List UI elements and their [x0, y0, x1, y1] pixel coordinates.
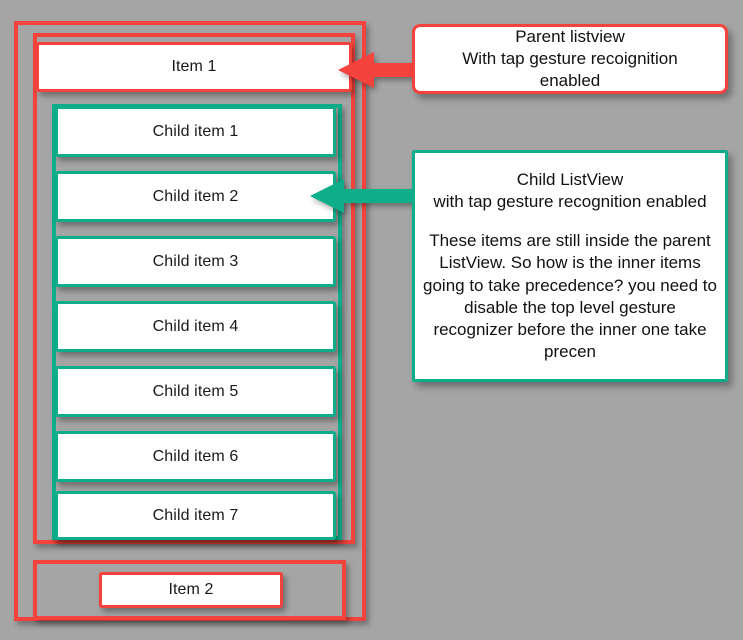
callout-child-paragraph: These items are still inside the parent … — [423, 231, 717, 361]
callout-child-line-2: with tap gesture recognition enabled — [433, 192, 707, 212]
child-list-item-1[interactable]: Child item 1 — [55, 106, 336, 157]
child-list-item-7-label: Child item 7 — [152, 506, 239, 524]
child-list-item-4[interactable]: Child item 4 — [55, 301, 336, 352]
child-list-item-4-label: Child item 4 — [152, 317, 239, 335]
child-list-item-5-label: Child item 5 — [152, 382, 239, 400]
callout-parent-listview: Parent listview With tap gesture recoign… — [412, 24, 728, 94]
parent-item2-cell-frame — [33, 560, 346, 620]
child-list-item-3-label: Child item 3 — [152, 252, 239, 270]
parent-list-item-1[interactable]: Item 1 — [36, 42, 352, 92]
child-callout-arrow-icon — [310, 179, 418, 213]
child-list-item-3[interactable]: Child item 3 — [55, 236, 336, 287]
child-list-item-5[interactable]: Child item 5 — [55, 366, 336, 417]
child-list-item-1-label: Child item 1 — [152, 122, 239, 140]
parent-item1-cell-frame — [33, 33, 355, 544]
callout-parent-line-3: enabled — [539, 71, 601, 91]
callout-parent-line-1: Parent listview — [515, 26, 625, 46]
parent-list-item-2[interactable]: Item 2 — [99, 572, 283, 608]
parent-list-item-1-label: Item 1 — [171, 58, 217, 75]
child-list-item-7[interactable]: Child item 7 — [55, 491, 336, 540]
callout-child-listview: Child ListView with tap gesture recognit… — [412, 150, 728, 382]
callout-parent-line-2: With tap gesture recoignition — [462, 48, 678, 68]
child-list-item-6[interactable]: Child item 6 — [55, 431, 336, 482]
parent-list-item-2-label: Item 2 — [168, 581, 214, 598]
callout-child-line-1: Child ListView — [516, 170, 624, 190]
child-list-item-2-label: Child item 2 — [152, 187, 239, 205]
child-list-item-6-label: Child item 6 — [152, 447, 239, 465]
child-list-item-2[interactable]: Child item 2 — [55, 171, 336, 222]
parent-callout-arrow-icon — [338, 52, 418, 88]
